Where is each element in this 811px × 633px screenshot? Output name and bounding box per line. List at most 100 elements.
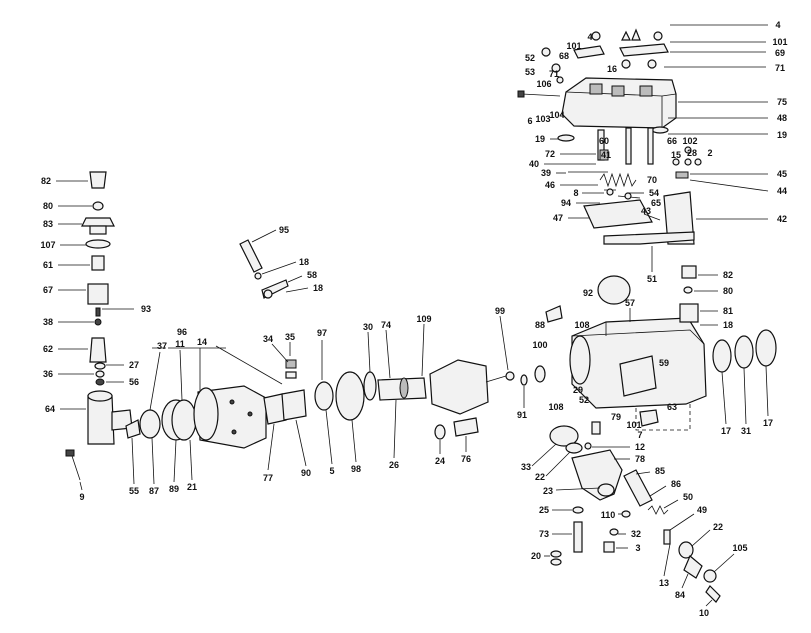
part-number-label: 41 [601,150,611,160]
lever-bracket [663,191,695,245]
part-number-label: 82 [723,270,733,280]
part-number-label: 23 [543,486,553,496]
callout: 75 [678,97,787,107]
part-number-label: 36 [43,369,53,379]
callout: 28 [687,148,697,158]
callout: 95 [251,225,289,243]
part-number-label: 28 [687,148,697,158]
part-number-label: 34 [263,334,273,344]
part-number-label: 61 [43,260,53,270]
part-number-label: 2 [707,148,712,158]
callout: 18 [285,283,323,293]
callout: 22 [691,522,723,547]
part-number-label: 4 [587,32,592,42]
part-number-label: 101 [566,41,581,51]
part-number-label: 104 [549,110,564,120]
part-number-label: 22 [713,522,723,532]
callout: 10 [699,599,713,618]
callout: 78 [614,454,645,464]
part-number-label: 47 [553,213,563,223]
callout: 67 [43,285,86,295]
callout: 3 [616,543,641,553]
part-number-label: 14 [197,337,207,347]
callout: 22 [535,451,571,482]
callout: 84 [675,573,689,600]
part-number-label: 64 [45,404,55,414]
part-number-label: 87 [149,486,159,496]
part-number-label: 73 [539,529,549,539]
part-number-label: 35 [285,332,295,342]
callout: 4 [670,20,781,30]
part-number-label: 72 [545,149,555,159]
callout: 25 [539,505,572,515]
control-rail [603,231,695,245]
callout: 59 [659,358,669,368]
callout: 81 [700,306,733,316]
part-number-label: 85 [655,466,665,476]
part-number-label: 52 [525,53,535,63]
callout: 45 [690,169,787,179]
callout: 39 [541,168,566,178]
part-number-label: 95 [279,225,289,235]
callout: 71 [664,63,785,73]
callout: 54 [628,188,659,198]
part-number-label: 7 [637,430,642,440]
part-number-label: 44 [777,186,787,196]
part-number-label: 12 [635,442,645,452]
callout: 30 [363,322,373,373]
part-number-label: 66 [667,136,677,146]
part-number-label: 71 [549,69,559,79]
callout: 18 [261,257,309,275]
callout: 5 [325,409,335,476]
part-number-label: 53 [525,67,535,77]
part-number-label: 71 [775,63,785,73]
callout: 42 [696,214,787,224]
callout: 19 [535,134,558,144]
part-number-label: 16 [607,64,617,74]
seal-ring [712,339,732,373]
part-number-label: 89 [169,484,179,494]
part-number-label: 45 [777,169,787,179]
part-number-label: 27 [129,360,139,370]
callout: 6 [527,116,532,126]
callout: 29 [573,385,583,395]
banjo-housing [571,449,623,501]
callout: 101 [566,41,581,51]
callout: 46 [545,180,598,190]
callout: 16 [607,64,617,74]
callout: 68 [559,51,569,61]
part-number-label: 40 [529,159,539,169]
part-number-label: 13 [659,578,669,588]
part-number-label: 25 [539,505,549,515]
part-number-label: 57 [625,298,635,308]
part-number-label: 108 [548,402,563,412]
callout: 89 [169,439,179,494]
callout: 98 [351,419,361,474]
part-number-label: 52 [579,395,589,405]
callout: 26 [389,399,399,470]
callout: 107 [40,240,86,250]
callout: 72 [545,149,596,159]
part-number-label: 98 [351,464,361,474]
part-number-label: 94 [561,198,571,208]
callout: 106 [536,79,551,89]
callout: 66 [667,136,677,146]
part-number-label: 32 [631,529,641,539]
part-number-label: 77 [263,473,273,483]
part-number-label: 105 [732,543,747,553]
part-number-label: 99 [495,306,505,316]
callout: 12 [592,442,645,452]
callout: 79 [611,412,621,422]
part-number-label: 55 [129,486,139,496]
callout: 18 [700,320,733,330]
part-number-label: 108 [574,320,589,330]
callout: 50 [663,492,693,509]
part-number-label: 42 [777,214,787,224]
callout: 40 [529,159,596,169]
callout: 80 [43,201,92,211]
part-number-label: 39 [541,168,551,178]
part-number-label: 3 [635,543,640,553]
part-number-label: 62 [43,344,53,354]
part-number-label: 18 [299,257,309,267]
callout: 93 [102,304,151,314]
